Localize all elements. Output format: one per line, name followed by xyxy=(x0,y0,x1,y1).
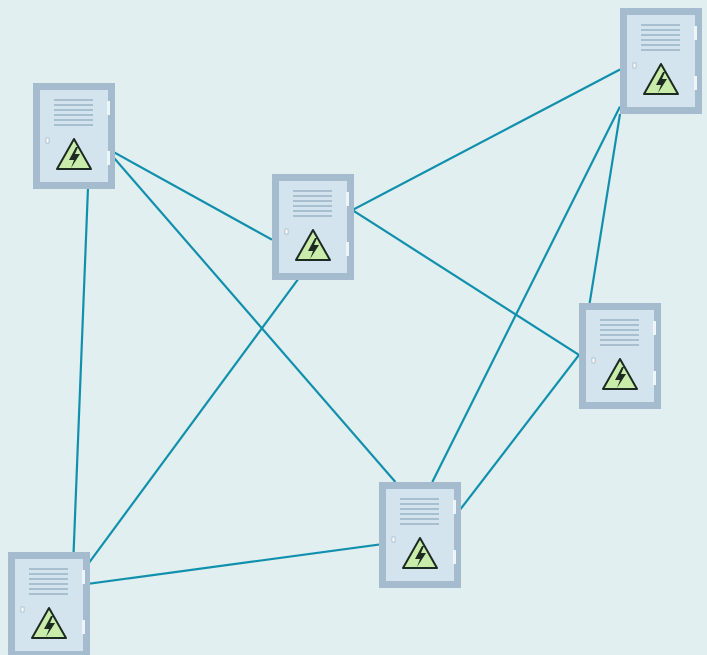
keyhole xyxy=(45,137,50,144)
link-cabinet-a-cabinet-f xyxy=(72,188,90,553)
keyhole xyxy=(591,357,596,364)
hinge-top xyxy=(107,101,110,115)
hinge-top xyxy=(82,570,85,584)
hinge-top xyxy=(694,26,697,40)
link-cabinet-e-cabinet-f xyxy=(88,543,380,585)
keyhole xyxy=(20,606,25,613)
link-cabinet-d-cabinet-e xyxy=(458,354,580,512)
hinge-bottom xyxy=(653,371,656,385)
hinge-bottom xyxy=(107,151,110,165)
link-cabinet-b-cabinet-e xyxy=(431,106,621,483)
hinge-bottom xyxy=(346,242,349,256)
link-cabinet-a-cabinet-c xyxy=(112,150,273,241)
cabinet-a-electrical-cabinet-icon[interactable] xyxy=(33,83,115,189)
lightning-bolt-icon xyxy=(656,72,667,93)
hinge-bottom xyxy=(82,620,85,634)
cabinet-e-electrical-cabinet-icon[interactable] xyxy=(379,482,461,588)
lightning-bolt-icon xyxy=(415,546,426,567)
cabinet-f-electrical-cabinet-icon[interactable] xyxy=(8,552,90,655)
lightning-bolt-icon xyxy=(44,616,55,637)
hinge-top xyxy=(453,500,456,514)
hinge-top xyxy=(653,321,656,335)
keyhole xyxy=(284,228,289,235)
lightning-bolt-icon xyxy=(615,367,626,388)
cabinet-d-electrical-cabinet-icon[interactable] xyxy=(579,303,661,409)
link-cabinet-c-cabinet-d xyxy=(351,209,580,356)
link-cabinet-a-cabinet-e xyxy=(112,156,397,483)
cabinet-c-electrical-cabinet-icon[interactable] xyxy=(272,174,354,280)
hinge-bottom xyxy=(453,550,456,564)
links-layer xyxy=(72,68,622,585)
hinge-bottom xyxy=(694,76,697,90)
lightning-bolt-icon xyxy=(69,147,80,168)
link-cabinet-b-cabinet-d xyxy=(588,113,622,304)
link-cabinet-c-cabinet-b xyxy=(351,68,621,212)
cabinet-b-electrical-cabinet-icon[interactable] xyxy=(620,8,702,114)
nodes-layer xyxy=(8,8,702,655)
keyhole xyxy=(632,62,637,69)
keyhole xyxy=(391,536,396,543)
lightning-bolt-icon xyxy=(308,238,319,259)
hinge-top xyxy=(346,192,349,206)
link-cabinet-c-cabinet-f xyxy=(86,277,300,566)
